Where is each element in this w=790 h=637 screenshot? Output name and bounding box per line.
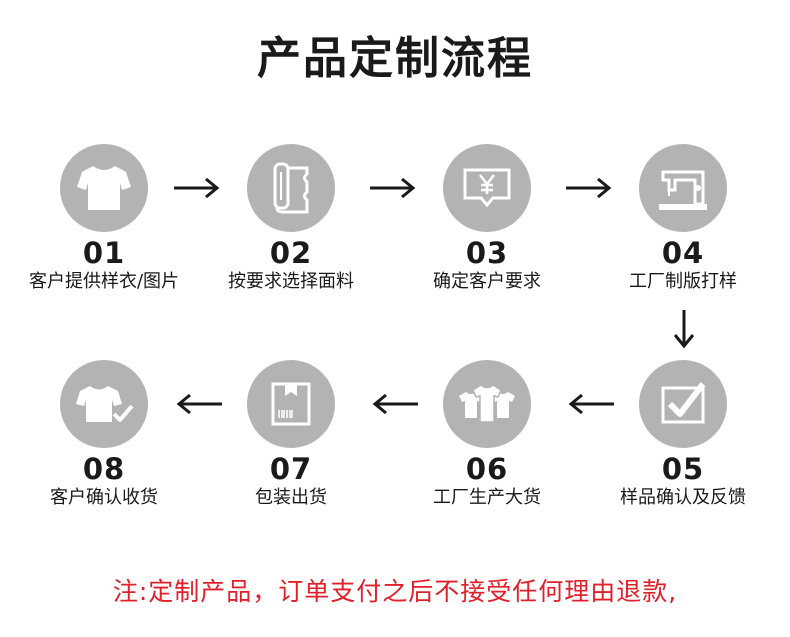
step-05: 05 样品确认及反馈 — [588, 360, 778, 509]
arrow-down-icon — [673, 310, 695, 349]
step-04: 04 工厂制版打样 — [588, 144, 778, 293]
step-number: 08 — [82, 452, 126, 486]
step-label: 按要求选择面料 — [228, 271, 354, 292]
step-number: 07 — [269, 452, 313, 486]
arrow-left-icon — [372, 393, 418, 415]
checkbox-icon — [661, 382, 706, 424]
step-08: 08 客户确认收货 — [9, 360, 199, 509]
step-06-circle — [443, 360, 531, 448]
step-number: 02 — [269, 236, 313, 270]
arrow-left-icon — [568, 393, 614, 415]
fabric-roll-icon — [273, 162, 309, 214]
step-number: 06 — [465, 452, 509, 486]
refund-policy-note: 注:定制产品，订单支付之后不接受任何理由退款, — [112, 577, 678, 606]
package-box-icon — [271, 382, 311, 426]
step-03: 03 确定客户要求 — [392, 144, 582, 293]
step-number: 05 — [661, 452, 705, 486]
step-07-circle — [247, 360, 335, 448]
sewing-machine-icon — [659, 170, 707, 210]
step-02: 02 按要求选择面料 — [196, 144, 386, 293]
step-label: 确定客户要求 — [433, 271, 541, 292]
step-number: 03 — [465, 236, 509, 270]
tshirt-icon — [77, 166, 131, 210]
step-03-circle — [443, 144, 531, 232]
step-04-circle — [639, 144, 727, 232]
page-title: 产品定制流程 — [257, 33, 533, 84]
step-number: 01 — [82, 236, 126, 270]
arrow-right-icon — [174, 177, 220, 199]
arrow-left-icon — [176, 393, 222, 415]
step-label: 样品确认及反馈 — [620, 487, 746, 508]
step-label: 工厂生产大货 — [433, 487, 541, 508]
step-02-circle — [247, 144, 335, 232]
yen-message-icon — [463, 168, 511, 208]
step-number: 04 — [661, 236, 705, 270]
tshirt-check-icon — [76, 386, 134, 422]
step-06: 06 工厂生产大货 — [392, 360, 582, 509]
arrow-right-icon — [370, 177, 416, 199]
step-label: 工厂制版打样 — [629, 271, 737, 292]
step-label: 客户确认收货 — [50, 487, 158, 508]
shirts-stack-icon — [459, 384, 515, 423]
step-07: 07 包装出货 — [196, 360, 386, 509]
step-label: 客户提供样衣/图片 — [28, 271, 180, 292]
step-label: 包装出货 — [255, 487, 327, 508]
step-01-circle — [60, 144, 148, 232]
step-05-circle — [639, 360, 727, 448]
arrow-right-icon — [566, 177, 612, 199]
step-08-circle — [60, 360, 148, 448]
step-01: 01 客户提供样衣/图片 — [9, 144, 199, 293]
